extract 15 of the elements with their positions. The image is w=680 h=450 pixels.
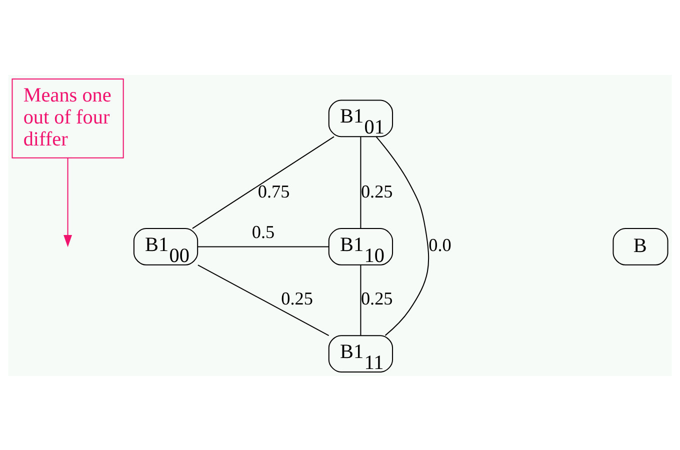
connector: [192, 136, 334, 228]
edge-label: 0.25: [281, 288, 313, 308]
node-box: Means one out of four differ: [12, 78, 124, 158]
connector: [198, 246, 329, 247]
connector: [376, 136, 430, 336]
edge-label: 0.75: [258, 181, 290, 202]
arrow: [64, 158, 72, 247]
connector: [360, 136, 362, 228]
connector: [360, 264, 362, 335]
edge-label: 0.0: [428, 234, 452, 255]
edge-label: 0.5: [252, 222, 275, 242]
edge-label: 0.25: [360, 181, 393, 202]
connector: [198, 264, 330, 336]
edge-label: 0.25: [360, 288, 393, 308]
node-box: B: [612, 228, 668, 265]
